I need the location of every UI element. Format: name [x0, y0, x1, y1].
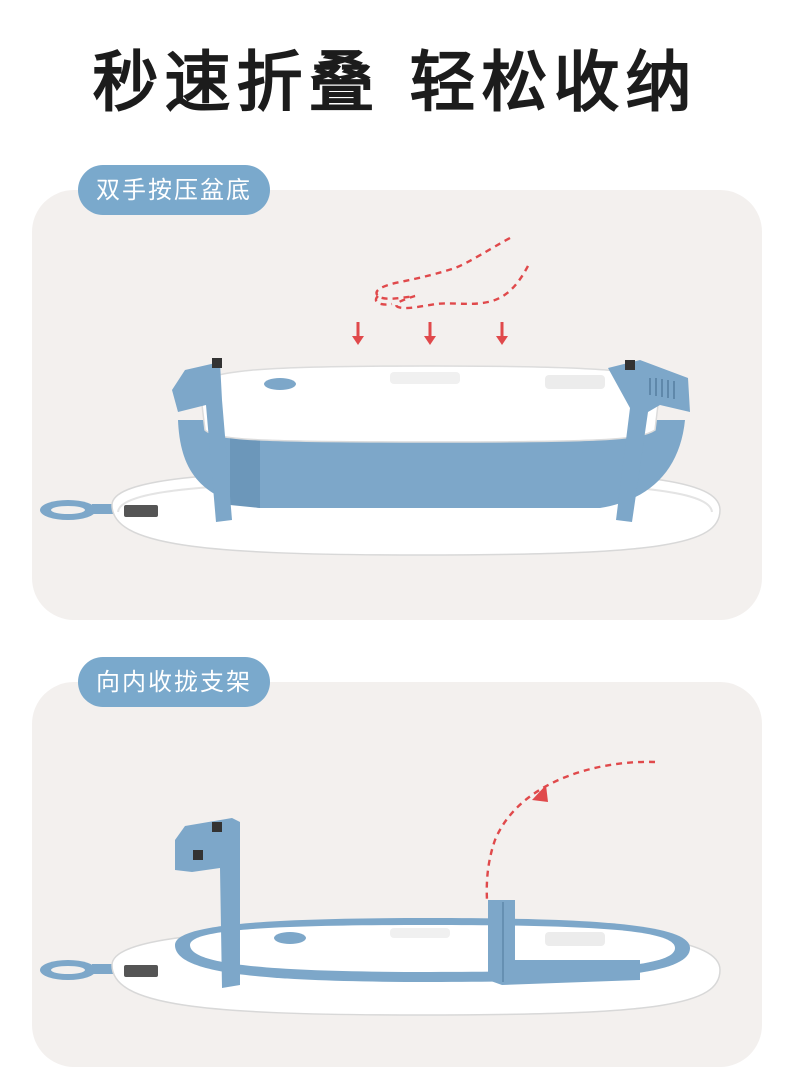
tub-fold-stand-illustration: [40, 760, 721, 1016]
hand-outline-icon: [374, 236, 532, 310]
page-title: 秒速折叠 轻松收纳: [92, 44, 698, 121]
step-1-label: 双手按压盆底: [78, 165, 270, 215]
step-2-label: 向内收拢支架: [78, 657, 270, 707]
fold-direction-arrow-icon: [485, 760, 656, 901]
tub-press-down-illustration: [40, 236, 721, 556]
press-arrows-icon: [352, 322, 508, 345]
